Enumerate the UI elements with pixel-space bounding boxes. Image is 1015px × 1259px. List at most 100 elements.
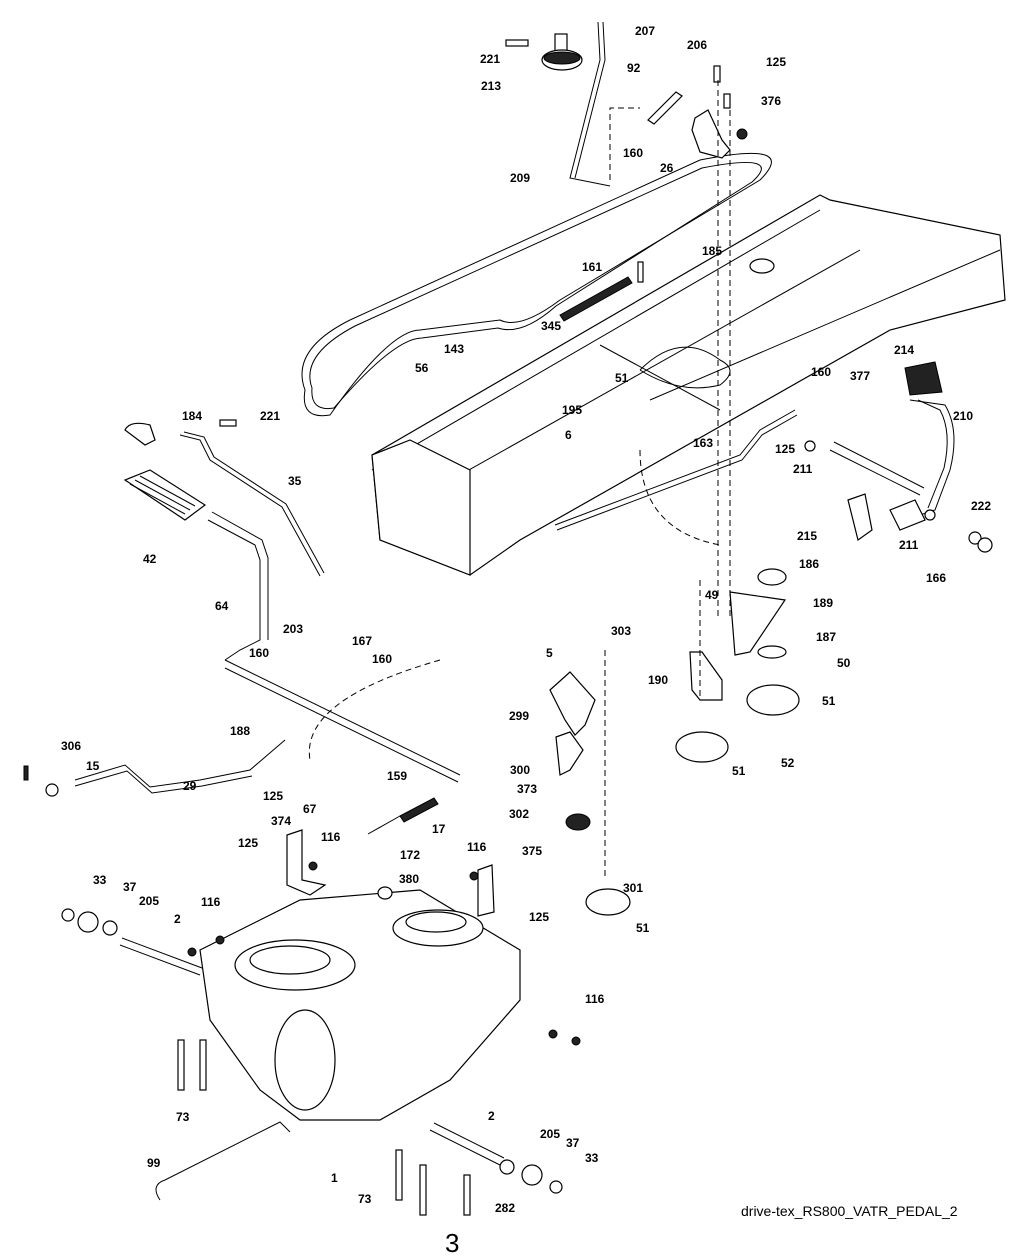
callout-label-380: 380 [399,872,420,886]
callout-label-163: 163 [693,436,714,450]
callout-label-373: 373 [517,782,538,796]
callout-label-302: 302 [509,807,530,821]
callout-label-282: 282 [495,1201,516,1215]
callout-label-125c: 125 [263,789,284,803]
callout-label-190: 190 [648,673,669,687]
callout-label-206: 206 [687,38,708,52]
callout-label-15: 15 [86,759,100,773]
callout-label-42: 42 [143,552,157,566]
callout-label-187: 187 [816,630,837,644]
bracket-172 [286,829,327,896]
callout-label-35: 35 [288,474,302,488]
callout-label-64: 64 [215,599,229,613]
rod-29 [74,739,286,794]
callout-label-1: 1 [331,1171,338,1185]
callout-label-67: 67 [303,802,317,816]
callout-label-203: 203 [283,622,304,636]
callout-label-125b: 125 [775,442,796,456]
callout-label-303: 303 [611,624,632,638]
ring-33-right [549,1180,563,1194]
callout-label-375: 375 [522,844,543,858]
callout-label-37b: 37 [566,1136,580,1150]
callout-label-49: 49 [705,588,719,602]
callout-label-116a: 116 [321,830,341,844]
callout-label-52: 52 [781,756,795,770]
pedal-assembly-right [804,361,993,553]
callout-label-345: 345 [541,319,562,333]
page-number: 3 [445,1228,460,1258]
callout-label-6: 6 [565,428,572,442]
left-pedal-assembly [123,419,461,783]
callout-label-221a: 221 [480,52,501,66]
callout-label-92: 92 [627,61,641,75]
bolt-125b [723,93,731,109]
callout-label-2b: 2 [488,1109,495,1123]
chassis-frame [371,194,1006,576]
callout-label-205a: 205 [139,894,160,908]
callout-label-210: 210 [953,409,974,423]
washer-37-right [521,1164,543,1186]
callout-label-214: 214 [894,343,915,357]
callout-label-99: 99 [147,1156,161,1170]
washer-380 [377,886,393,900]
nut-116f [571,1036,581,1046]
diagram-caption: drive-tex_RS800_VATR_PEDAL_2 [741,1203,958,1219]
bracket-189 [729,591,787,656]
callout-label-161: 161 [582,260,603,274]
callout-label-160d: 160 [372,652,393,666]
lever-207 [647,91,683,125]
callout-label-51c: 51 [732,764,746,778]
callout-label-299: 299 [509,709,530,723]
callout-label-17: 17 [432,822,446,836]
callout-label-51a: 51 [615,371,629,385]
bolt-125 [713,65,721,83]
pulley-186 [757,568,787,586]
bracket-190 [689,651,723,701]
callout-label-160a: 160 [623,146,644,160]
nut-376 [736,128,748,140]
drive-belt [301,152,772,417]
spring-161 [559,276,633,322]
callout-label-189: 189 [813,596,834,610]
callout-label-50: 50 [837,656,851,670]
spring-17 [399,797,439,823]
callout-label-116c: 116 [201,895,221,909]
bracket-300 [555,731,584,776]
bracket-206 [691,109,731,159]
callout-label-215: 215 [797,529,818,543]
pulley-50 [746,684,800,716]
callout-label-33b: 33 [585,1151,599,1165]
callout-label-5: 5 [546,646,553,660]
rod-163 [554,409,798,531]
callout-label-186: 186 [799,557,820,571]
callout-label-73a: 73 [176,1110,190,1124]
pulley-52 [675,731,729,763]
bolt-185 [637,261,644,283]
rod-209 [569,21,611,187]
callout-label-51d: 51 [636,921,650,935]
callout-label-73b: 73 [358,1192,372,1206]
callout-label-29: 29 [183,779,197,793]
callout-label-222: 222 [971,499,992,513]
callout-label-167: 167 [352,634,373,648]
ring-33-left [61,908,75,922]
callout-label-301: 301 [623,881,644,895]
callout-label-166: 166 [926,571,947,585]
callout-label-125a: 125 [766,55,787,69]
clip-221-top [505,39,529,47]
callout-label-211a: 211 [793,462,813,476]
rod-99 [155,1121,291,1201]
callout-label-160c: 160 [249,646,270,660]
callout-label-195: 195 [562,403,583,417]
callout-label-211b: 211 [899,538,919,552]
pulley-301 [585,888,631,916]
nut-116c [187,947,197,957]
callout-label-51b: 51 [822,694,836,708]
callout-label-185: 185 [702,244,723,258]
pulley-302 [565,813,591,831]
callout-label-207: 207 [635,24,656,38]
callout-label-56: 56 [415,361,429,375]
nut-116e [548,1029,558,1039]
callout-label-205b: 205 [540,1127,561,1141]
